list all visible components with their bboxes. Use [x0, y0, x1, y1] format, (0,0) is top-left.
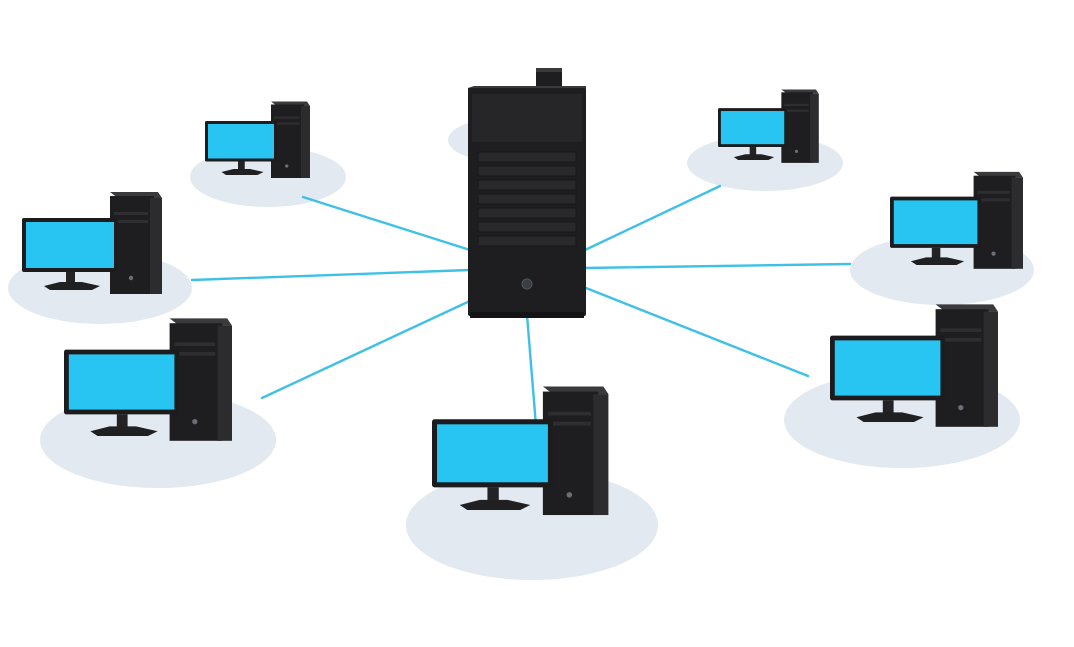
network-cable [583, 262, 852, 270]
desktop-computer-icon [432, 386, 609, 516]
network-nodes [22, 68, 1023, 516]
network-cable [260, 298, 474, 400]
network-cable [301, 195, 472, 252]
network-cables [190, 184, 852, 440]
desktop-computer-icon [830, 304, 998, 427]
network-cable [583, 184, 722, 252]
server-tower-icon [468, 68, 586, 318]
desktop-computer-icon [718, 89, 819, 163]
desktop-computer-icon [205, 101, 310, 178]
network-cable [584, 286, 810, 378]
desktop-computer-icon [890, 171, 1023, 269]
desktop-computer-icon [22, 192, 162, 294]
network-cable [190, 268, 472, 282]
desktop-computer-icon [64, 318, 232, 441]
network-cable [525, 313, 539, 440]
